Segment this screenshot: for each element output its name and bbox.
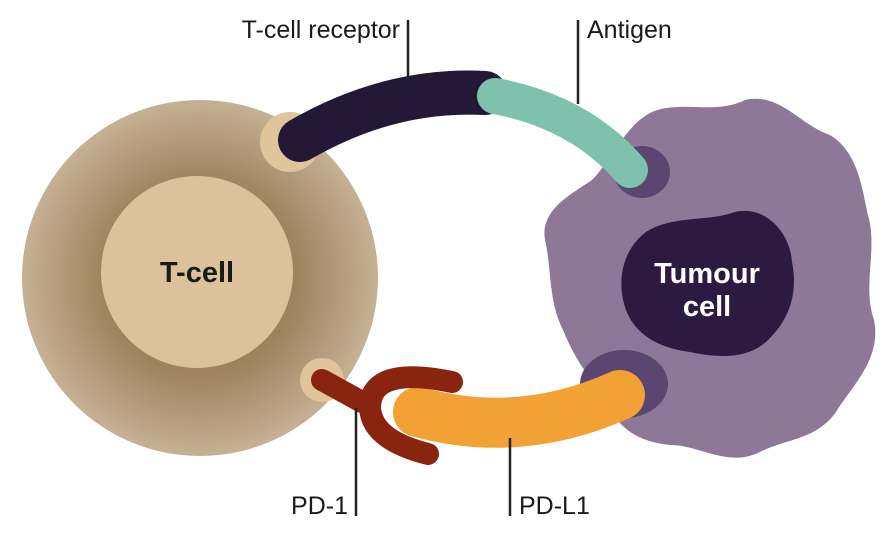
pdl1 — [393, 370, 645, 448]
t-cell-label: T-cell — [160, 257, 234, 289]
pd1-stem — [311, 369, 373, 413]
antigen — [477, 78, 648, 188]
tumour-label-line1: Tumour — [654, 258, 760, 290]
pd1-fork — [358, 366, 463, 465]
t-cell-nucleus — [101, 176, 293, 368]
label-pd1: PD-1 — [291, 492, 348, 520]
t-cell-receptor — [278, 70, 507, 162]
label-t-cell-receptor: T-cell receptor — [242, 16, 400, 44]
tumour-label-line2: cell — [683, 291, 731, 323]
label-antigen: Antigen — [587, 16, 672, 44]
tumour-nucleus — [621, 210, 794, 357]
label-pdl1: PD-L1 — [519, 492, 590, 520]
